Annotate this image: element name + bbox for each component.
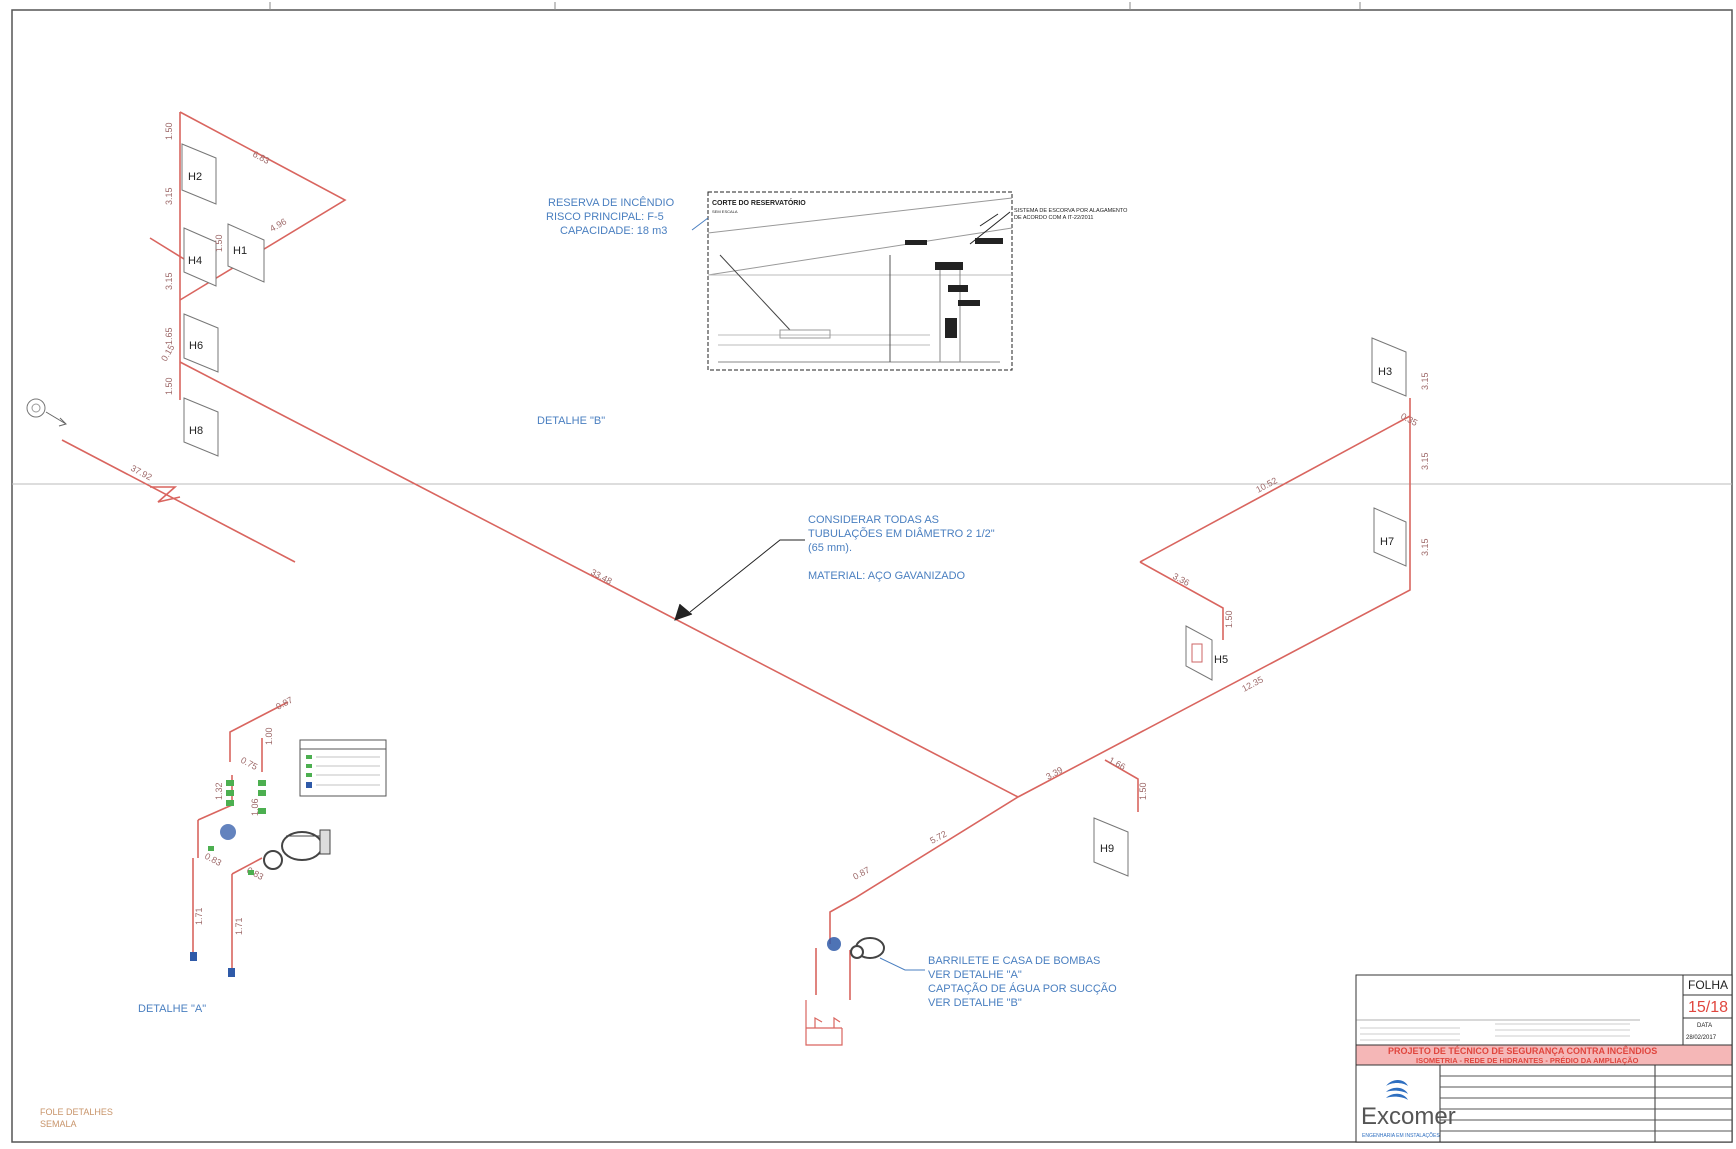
hydrant-label: H7 bbox=[1380, 536, 1394, 548]
pipe-network bbox=[61, 111, 1411, 1000]
hydrant-h3: H3 bbox=[1371, 337, 1407, 397]
excomer-logo: Excomer ENGENHARIA EM INSTALAÇÕES bbox=[1361, 1080, 1456, 1139]
svg-text:1.50: 1.50 bbox=[214, 234, 224, 252]
hydrant-label: H1 bbox=[233, 245, 247, 257]
material-note: MATERIAL: AÇO GAVANIZADO bbox=[808, 570, 966, 582]
company-name: Excomer bbox=[1361, 1103, 1456, 1130]
svg-text:SEMALA: SEMALA bbox=[40, 1119, 77, 1129]
svg-text:SEM ESCALA: SEM ESCALA bbox=[712, 209, 738, 214]
svg-text:1.00: 1.00 bbox=[264, 727, 274, 745]
corte-title: CORTE DO RESERVATÓRIO bbox=[712, 198, 806, 207]
svg-text:1.50: 1.50 bbox=[1224, 610, 1234, 628]
svg-text:SISTEMA DE ESCORVA POR ALAGAME: SISTEMA DE ESCORVA POR ALAGAMENTO bbox=[1014, 208, 1128, 214]
svg-text:1.71: 1.71 bbox=[234, 917, 244, 935]
svg-text:1.06: 1.06 bbox=[250, 798, 260, 816]
barrilete-note-3: CAPTAÇÃO DE ÁGUA POR SUCÇÃO bbox=[928, 982, 1117, 995]
project-subtitle: ISOMETRIA - REDE DE HIDRANTES - PRÉDIO D… bbox=[1416, 1056, 1639, 1065]
svg-text:3.15: 3.15 bbox=[1420, 538, 1430, 556]
valve-symbols bbox=[208, 780, 266, 875]
annotations: RESERVA DE INCÊNDIO RISCO PRINCIPAL: F-5… bbox=[138, 196, 1117, 1015]
data-label: DATA bbox=[1697, 1023, 1712, 1029]
footer-note: FOLE DETALHES SEMALA bbox=[40, 1107, 113, 1129]
detalhe-b-label: DETALHE "B" bbox=[537, 415, 605, 427]
svg-text:4.96: 4.96 bbox=[268, 216, 288, 233]
detalhe-a-label: DETALHE "A" bbox=[138, 1003, 206, 1015]
barrilete-note-1: BARRILETE E CASA DE BOMBAS bbox=[928, 955, 1100, 967]
svg-text:37.92: 37.92 bbox=[129, 463, 154, 482]
escorva-leader bbox=[969, 211, 1011, 245]
svg-text:1.65: 1.65 bbox=[164, 327, 174, 345]
barrilete-note-2: VER DETALHE "A" bbox=[928, 969, 1022, 981]
svg-text:1.32: 1.32 bbox=[214, 782, 224, 800]
title-block: PROJETO DE TÉCNICO DE SEGURANÇA CONTRA I… bbox=[1355, 974, 1733, 1143]
considerar-note-2: TUBULAÇÕES EM DIÂMETRO 2 1/2" bbox=[808, 527, 995, 540]
svg-text:33.48: 33.48 bbox=[589, 567, 614, 586]
svg-text:1.50: 1.50 bbox=[164, 377, 174, 395]
hydrant-h7: H7 bbox=[1373, 507, 1407, 567]
reservoir-section: CORTE DO RESERVATÓRIO SEM ESCALA bbox=[707, 191, 1013, 371]
hydrant-h6: H6 bbox=[183, 313, 219, 373]
hydrant-h2: H2 bbox=[181, 143, 217, 205]
svg-text:FOLE DETALHES: FOLE DETALHES bbox=[40, 1107, 113, 1117]
sheet-border bbox=[11, 9, 1733, 1143]
svg-text:0.35: 0.35 bbox=[1399, 411, 1419, 428]
barrilete-note-4: VER DETALHE "B" bbox=[928, 997, 1022, 1009]
hydrant-label: H9 bbox=[1100, 843, 1114, 855]
hydrant-label: H5 bbox=[1214, 654, 1228, 666]
company-tagline: ENGENHARIA EM INSTALAÇÕES bbox=[1362, 1132, 1440, 1139]
hydrant-label: H8 bbox=[189, 425, 203, 437]
reserva-note-2: RISCO PRINCIPAL: F-5 bbox=[546, 211, 664, 223]
folha-value: 15/18 bbox=[1688, 999, 1728, 1016]
svg-text:3.15: 3.15 bbox=[1420, 452, 1430, 470]
reserva-note-3: CAPACIDADE: 18 m3 bbox=[560, 225, 667, 237]
svg-text:5.72: 5.72 bbox=[928, 829, 948, 846]
legend-box bbox=[299, 739, 387, 797]
pump-house bbox=[805, 937, 885, 1046]
hydrant-h4: H4 bbox=[183, 227, 217, 287]
svg-text:10.52: 10.52 bbox=[1254, 475, 1279, 494]
svg-text:3.15: 3.15 bbox=[1420, 372, 1430, 390]
barrilete-leader bbox=[879, 957, 925, 971]
escorva-note: SISTEMA DE ESCORVA POR ALAGAMENTO DE ACO… bbox=[1014, 208, 1128, 221]
hydrant-label: H6 bbox=[189, 340, 203, 352]
folha-label: FOLHA bbox=[1688, 978, 1728, 992]
hydrant-label: H2 bbox=[188, 171, 202, 183]
svg-text:3.15: 3.15 bbox=[164, 272, 174, 290]
svg-text:0.87: 0.87 bbox=[851, 865, 871, 882]
considerar-note-3: (65 mm). bbox=[808, 542, 852, 554]
svg-text:0.87: 0.87 bbox=[274, 695, 294, 712]
svg-text:0.83: 0.83 bbox=[203, 851, 223, 868]
considerar-arrow bbox=[674, 603, 693, 621]
hydrant-h5: H5 bbox=[1185, 625, 1228, 681]
svg-text:0.75: 0.75 bbox=[239, 755, 259, 772]
hydrant-label: H3 bbox=[1378, 366, 1392, 378]
data-value: 28/02/2017 bbox=[1686, 1035, 1717, 1041]
hydrant-label: H4 bbox=[188, 255, 202, 267]
hydrant-h8: H8 bbox=[183, 397, 219, 457]
considerar-leader bbox=[689, 539, 805, 613]
pump-assembly bbox=[190, 824, 331, 977]
compass-icon bbox=[26, 398, 67, 427]
svg-text:1.66: 1.66 bbox=[1107, 755, 1127, 772]
considerar-note-1: CONSIDERAR TODAS AS bbox=[808, 514, 939, 526]
project-title: PROJETO DE TÉCNICO DE SEGURANÇA CONTRA I… bbox=[1388, 1045, 1657, 1056]
svg-text:3.15: 3.15 bbox=[164, 187, 174, 205]
svg-text:DE ACORDO COM A IT-22/2011: DE ACORDO COM A IT-22/2011 bbox=[1014, 215, 1093, 221]
svg-text:1.50: 1.50 bbox=[164, 122, 174, 140]
hydrant-h1: H1 bbox=[227, 223, 265, 283]
hydrant-h9: H9 bbox=[1093, 817, 1129, 877]
reserva-leader bbox=[691, 217, 709, 231]
svg-text:1.71: 1.71 bbox=[194, 907, 204, 925]
svg-text:3.39: 3.39 bbox=[1044, 765, 1064, 782]
reserva-note-1: RESERVA DE INCÊNDIO bbox=[548, 196, 675, 209]
svg-text:1.50: 1.50 bbox=[1138, 782, 1148, 800]
svg-text:6.83: 6.83 bbox=[251, 149, 271, 166]
